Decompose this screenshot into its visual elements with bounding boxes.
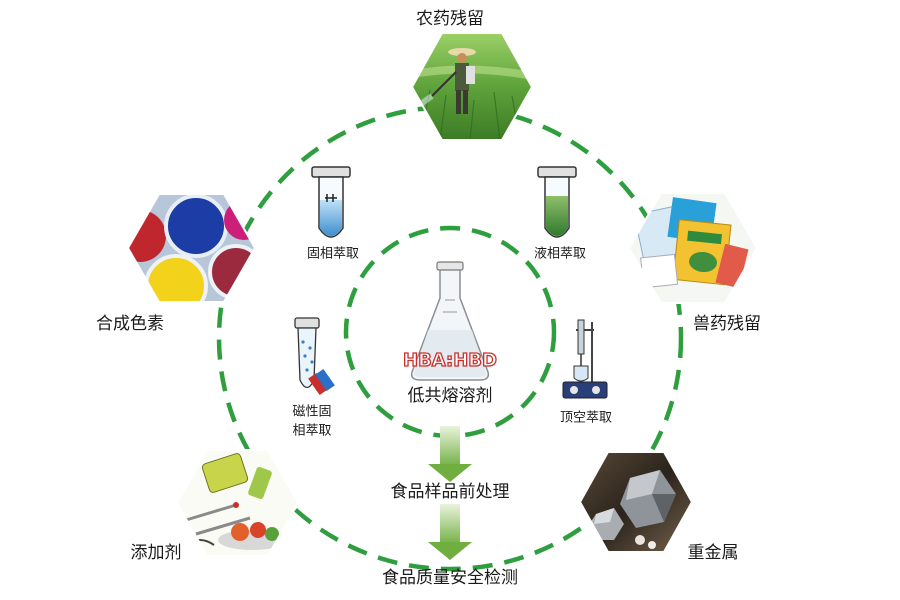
flow-arrow-2 [428,504,472,560]
label-magnetic-extraction-line2: 相萃取 [292,423,332,439]
label-headspace-extraction: 顶空萃取 [559,410,613,426]
label-sample-pretreatment: 食品样品前处理 [390,482,510,502]
erlenmeyer-flask-icon: HBA:HBD [402,261,498,381]
synthetic-pigment-image [126,193,257,303]
label-magnetic-extraction-line1: 磁性固 [292,404,332,420]
veterinary-drug-image [627,192,759,304]
label-food-safety-detection: 食品质量安全检测 [382,568,518,588]
heavy-metal-image [578,451,694,553]
label-heavy-metal: 重金属 [687,543,739,563]
label-deep-eutectic-solvent: 低共熔溶剂 [407,386,493,406]
headspace-apparatus-icon [562,319,608,399]
label-veterinary-residue: 兽药残留 [693,314,761,334]
liquid-phase-tube-icon [537,166,577,238]
pesticide-field-image [410,32,534,141]
flow-arrow-1 [428,426,472,482]
solid-phase-tube-icon [311,166,351,238]
label-synthetic-pigment: 合成色素 [96,314,164,334]
flask-label-text: HBA:HBD [403,350,497,371]
magnetic-extraction-tube-icon [294,317,335,396]
label-pesticide-residue: 农药残留 [416,9,484,29]
label-food-additive: 添加剂 [130,543,182,563]
label-liquid-phase-extraction: 液相萃取 [533,246,587,262]
label-solid-phase-extraction: 固相萃取 [306,246,360,262]
food-additive-image [175,449,300,557]
